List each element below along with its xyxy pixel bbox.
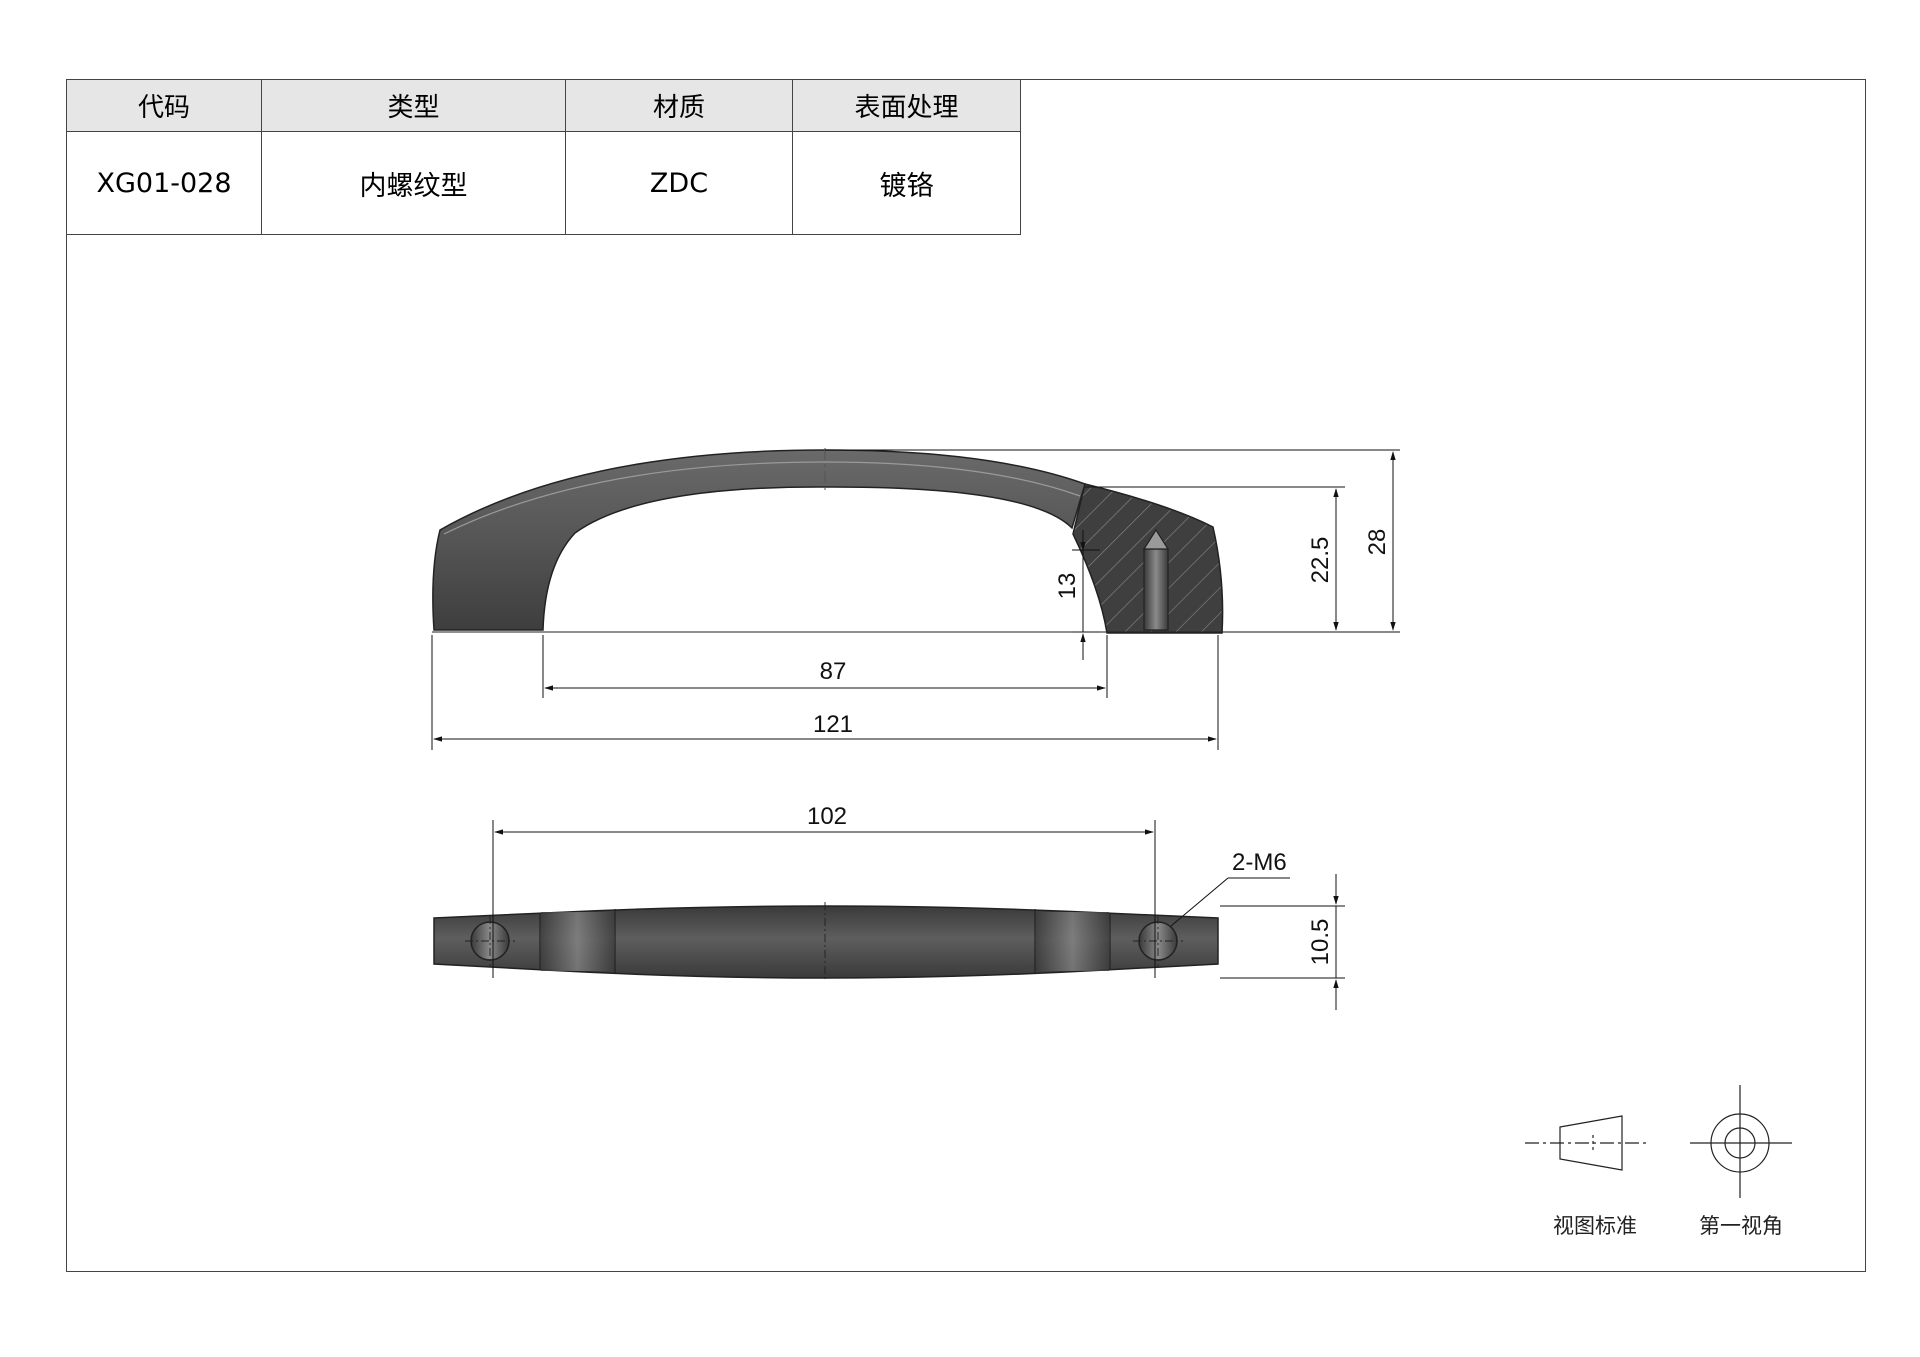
- value-material: ZDC: [565, 131, 793, 235]
- spec-value-row: XG01-028 内螺纹型 ZDC 镀铬: [66, 131, 1021, 235]
- dim-10-5-label: 10.5: [1307, 919, 1334, 966]
- dim-28-label: 28: [1364, 529, 1391, 556]
- top-band-left: [541, 912, 614, 971]
- header-type: 类型: [261, 79, 566, 132]
- spec-header-row: 代码 类型 材质 表面处理: [66, 79, 1021, 132]
- thread-callout-label: 2-M6: [1232, 849, 1287, 876]
- dim-102-label: 102: [807, 803, 847, 830]
- handle-front-edge: [443, 461, 1081, 535]
- top-view: [433, 902, 1219, 982]
- header-surface: 表面处理: [792, 79, 1021, 132]
- spec-table: 代码 类型 材质 表面处理 XG01-028 内螺纹型 ZDC 镀铬: [66, 79, 1021, 235]
- header-material: 材质: [565, 79, 793, 132]
- front-view: [432, 448, 1225, 634]
- dim-87-label: 87: [820, 658, 847, 685]
- value-type: 内螺纹型: [261, 131, 566, 235]
- front-dimension-labels: 87 121 13 22.5 28: [813, 529, 1391, 738]
- view-standard-label: 视图标准: [1553, 1214, 1637, 1238]
- projection-labels: 视图标准 第一视角: [1553, 1214, 1783, 1238]
- projection-symbol: [1525, 1085, 1792, 1198]
- callout-leader: [1170, 877, 1229, 927]
- dim-13-label: 13: [1054, 573, 1081, 600]
- value-code: XG01-028: [66, 131, 262, 235]
- dim-121-label: 121: [813, 711, 853, 738]
- drill-point: [1142, 528, 1170, 550]
- handle-front-body: [432, 449, 1086, 631]
- projection-cone-icon: [1559, 1115, 1623, 1171]
- dim-22-5-label: 22.5: [1307, 537, 1334, 584]
- value-surface: 镀铬: [792, 131, 1021, 235]
- threaded-hole-section: [1143, 548, 1169, 631]
- top-band-right: [1036, 912, 1109, 971]
- top-dimensions: [492, 820, 1345, 1010]
- front-dimensions: [431, 449, 1400, 750]
- handle-top-body: [433, 905, 1219, 979]
- first-angle-label: 第一视角: [1699, 1214, 1783, 1238]
- top-dimension-labels: 102 2-M6 10.5: [807, 803, 1334, 965]
